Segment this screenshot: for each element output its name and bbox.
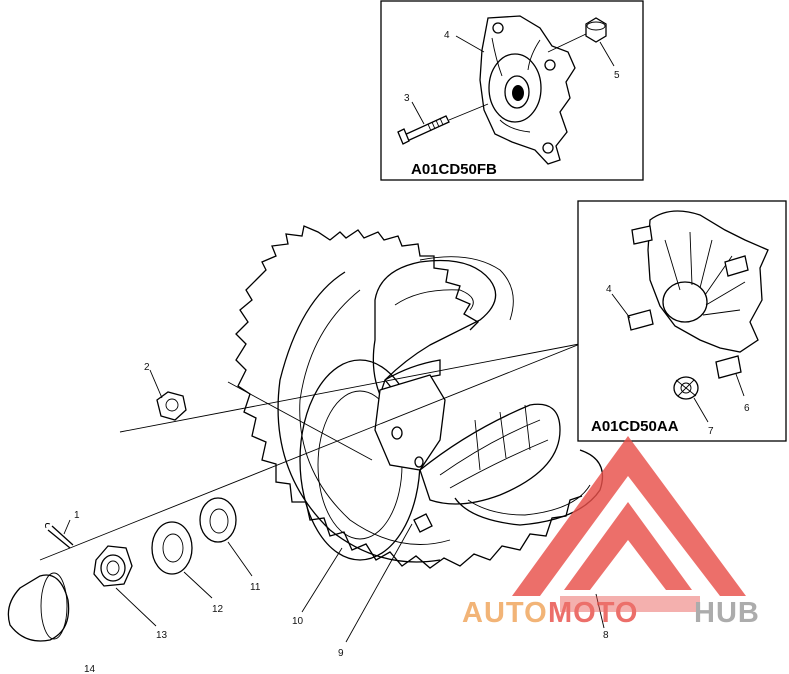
axle-center-line (119, 339, 601, 433)
callout-1: 1 (74, 510, 80, 521)
leader-line (595, 593, 605, 629)
figure-code-top: A01CD50FB (411, 161, 497, 178)
callout-4: 4 (444, 30, 450, 41)
callout-8: 8 (603, 630, 609, 641)
leader-line (455, 35, 485, 53)
leader-line (599, 41, 615, 67)
brake-hub-drawing (647, 210, 769, 353)
callout-10: 10 (292, 616, 304, 627)
leader-line (301, 547, 343, 613)
cotter-pin-drawing (45, 523, 74, 549)
watermark-text-hub: HUB (694, 597, 760, 629)
leader-line (411, 101, 425, 125)
wheel-stud-drawing (627, 225, 749, 379)
watermark-logo-mark (512, 436, 746, 612)
spacer-washer-drawing (199, 497, 237, 543)
leader-line (183, 571, 213, 599)
washer-large-drawing (151, 521, 193, 575)
leader-line (115, 587, 157, 627)
inset-top-frame (380, 0, 644, 181)
callout-13: 13 (156, 630, 168, 641)
callout-9: 9 (338, 648, 344, 659)
watermark-text-auto: AUTO (462, 597, 548, 629)
callout-4: 4 (606, 284, 612, 295)
callout-7: 7 (708, 426, 714, 437)
automotohub-watermark: AUTO MOTO HUB (462, 436, 760, 629)
leader-line (735, 373, 745, 397)
leader-line (345, 523, 413, 643)
leader-line (693, 397, 709, 423)
leader-line (611, 293, 631, 319)
axle-center-line (227, 381, 373, 461)
figure-code-right: A01CD50AA (591, 418, 679, 435)
callout-3: 3 (404, 93, 410, 104)
axle-center-line (39, 319, 641, 561)
axis-line (448, 103, 489, 121)
inset-top: 4 5 3 A01CD50FB (380, 0, 644, 181)
inset-right: 4 6 7 A01CD50AA (577, 200, 787, 442)
watermark-text-moto: MOTO (548, 597, 638, 629)
leader-line (227, 541, 253, 577)
hex-nut-drawing (156, 391, 187, 421)
leader-line (63, 519, 71, 535)
callout-5: 5 (614, 70, 620, 81)
castle-nut-drawing (93, 545, 133, 587)
callout-2: 2 (144, 362, 150, 373)
lock-washer-drawing (673, 376, 699, 400)
hub-cap-drawing (7, 572, 70, 642)
tire-drawing (235, 225, 604, 569)
callout-14: 14 (84, 664, 96, 674)
leader-line (149, 369, 163, 399)
hub-flange-drawing (479, 15, 576, 165)
callout-12: 12 (212, 604, 224, 615)
axis-line (547, 33, 587, 53)
callout-6: 6 (744, 403, 750, 414)
callout-11: 11 (250, 582, 261, 593)
bolt-drawing (397, 115, 450, 145)
nut-drawing (585, 17, 607, 43)
